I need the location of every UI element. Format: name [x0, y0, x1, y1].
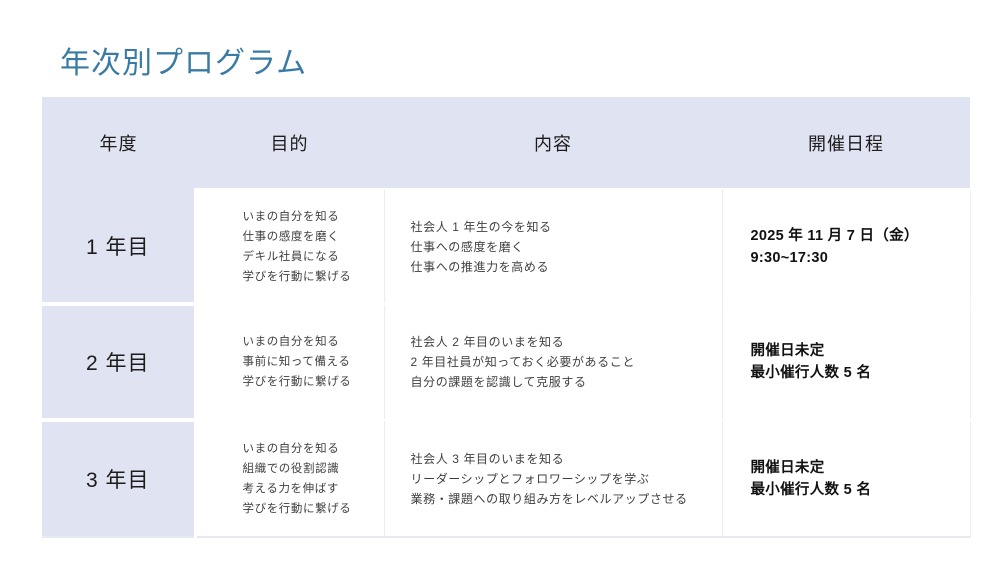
- schedule-line: 最小催行人数 5 名: [750, 365, 872, 381]
- table-body: 1 年目 いまの自分を知る 仕事の感度を磨く デキル社員になる 学びを行動に繋げ…: [42, 188, 971, 538]
- content-line: 社会人 2 年目のいまを知る: [410, 335, 565, 349]
- purpose-line: いまの自分を知る: [242, 442, 340, 455]
- cell-purpose: いまの自分を知る 事前に知って備える 学びを行動に繋げる: [195, 303, 385, 421]
- content-line: 社会人 3 年目のいまを知る: [410, 451, 565, 466]
- table-row: 3 年目 いまの自分を知る 組織での役割認識 考える力を伸ばす 学びを行動に繋げ…: [42, 418, 971, 538]
- cell-year: 2 年目: [42, 302, 197, 420]
- purpose-line: いまの自分を知る: [242, 336, 340, 348]
- cell-year: 1 年目: [42, 189, 197, 304]
- cell-year: 3 年目: [42, 418, 197, 538]
- table-row: 2 年目 いまの自分を知る 事前に知って備える 学びを行動に繋げる 社会人 2 …: [42, 302, 971, 421]
- content-line: 仕事への推進力を高める: [410, 259, 550, 274]
- purpose-line: 学びを行動に繋げる: [242, 502, 352, 515]
- purpose-line: 学びを行動に繋げる: [242, 376, 352, 388]
- cell-schedule: 開催日未定 最小催行人数 5 名: [722, 303, 971, 421]
- cell-schedule: 開催日未定 最小催行人数 5 名: [722, 419, 971, 538]
- content-line: 業務・課題への取り組み方をレベルアップさせる: [410, 491, 688, 506]
- content-line: 社会人 1 年生の今を知る: [410, 219, 552, 234]
- cell-schedule: 2025 年 11 月 7 日（金） 9:30~17:30: [722, 188, 971, 305]
- schedule-line: 2025 年 11 月 7 日（金）: [750, 227, 919, 244]
- schedule-line: 9:30~17:30: [750, 249, 829, 266]
- purpose-line: いまの自分を知る: [242, 210, 340, 223]
- cell-content: 社会人 3 年目のいまを知る リーダーシップとフォロワーシップを学ぶ 業務・課題…: [384, 419, 723, 538]
- column-header-purpose: 目的: [195, 97, 384, 189]
- content-line: 自分の課題を認識して克服する: [410, 375, 587, 389]
- cell-content: 社会人 2 年目のいまを知る 2 年目社員が知っておく必要があること 自分の課題…: [384, 303, 723, 421]
- cell-purpose: いまの自分を知る 組織での役割認識 考える力を伸ばす 学びを行動に繋げる: [195, 419, 385, 538]
- column-header-content: 内容: [384, 97, 722, 189]
- column-header-year: 年度: [42, 97, 195, 189]
- content-line: 仕事への感度を磨く: [410, 239, 524, 254]
- purpose-line: デキル社員になる: [242, 250, 340, 263]
- table-header: 年度 目的 内容 開催日程: [42, 97, 970, 189]
- purpose-line: 組織での役割認識: [242, 462, 340, 475]
- content-line: リーダーシップとフォロワーシップを学ぶ: [410, 471, 650, 486]
- purpose-line: 考える力を伸ばす: [242, 482, 339, 495]
- schedule-line: 最小催行人数 5 名: [750, 481, 872, 498]
- schedule-line: 開催日未定: [750, 343, 825, 359]
- purpose-line: 学びを行動に繋げる: [242, 270, 352, 283]
- content-line: 2 年目社員が知っておく必要があること: [410, 355, 635, 369]
- schedule-line: 開催日未定: [750, 459, 825, 476]
- column-header-schedule: 開催日程: [722, 97, 970, 189]
- program-table: 年度 目的 内容 開催日程 1 年目 いまの自分を知る 仕事の感度を磨く デキル…: [42, 97, 971, 538]
- page-title: 年次別プログラム: [60, 47, 308, 80]
- table-row: 1 年目 いまの自分を知る 仕事の感度を磨く デキル社員になる 学びを行動に繋げ…: [42, 188, 971, 305]
- purpose-line: 仕事の感度を磨く: [242, 230, 340, 243]
- cell-content: 社会人 1 年生の今を知る 仕事への感度を磨く 仕事への推進力を高める: [384, 188, 723, 305]
- cell-purpose: いまの自分を知る 仕事の感度を磨く デキル社員になる 学びを行動に繋げる: [195, 188, 385, 305]
- purpose-line: 事前に知って備える: [242, 356, 351, 368]
- table-header-row: 年度 目的 内容 開催日程: [42, 97, 970, 189]
- program-table-wrapper: 年度 目的 内容 開催日程 1 年目 いまの自分を知る 仕事の感度を磨く デキル…: [42, 97, 971, 538]
